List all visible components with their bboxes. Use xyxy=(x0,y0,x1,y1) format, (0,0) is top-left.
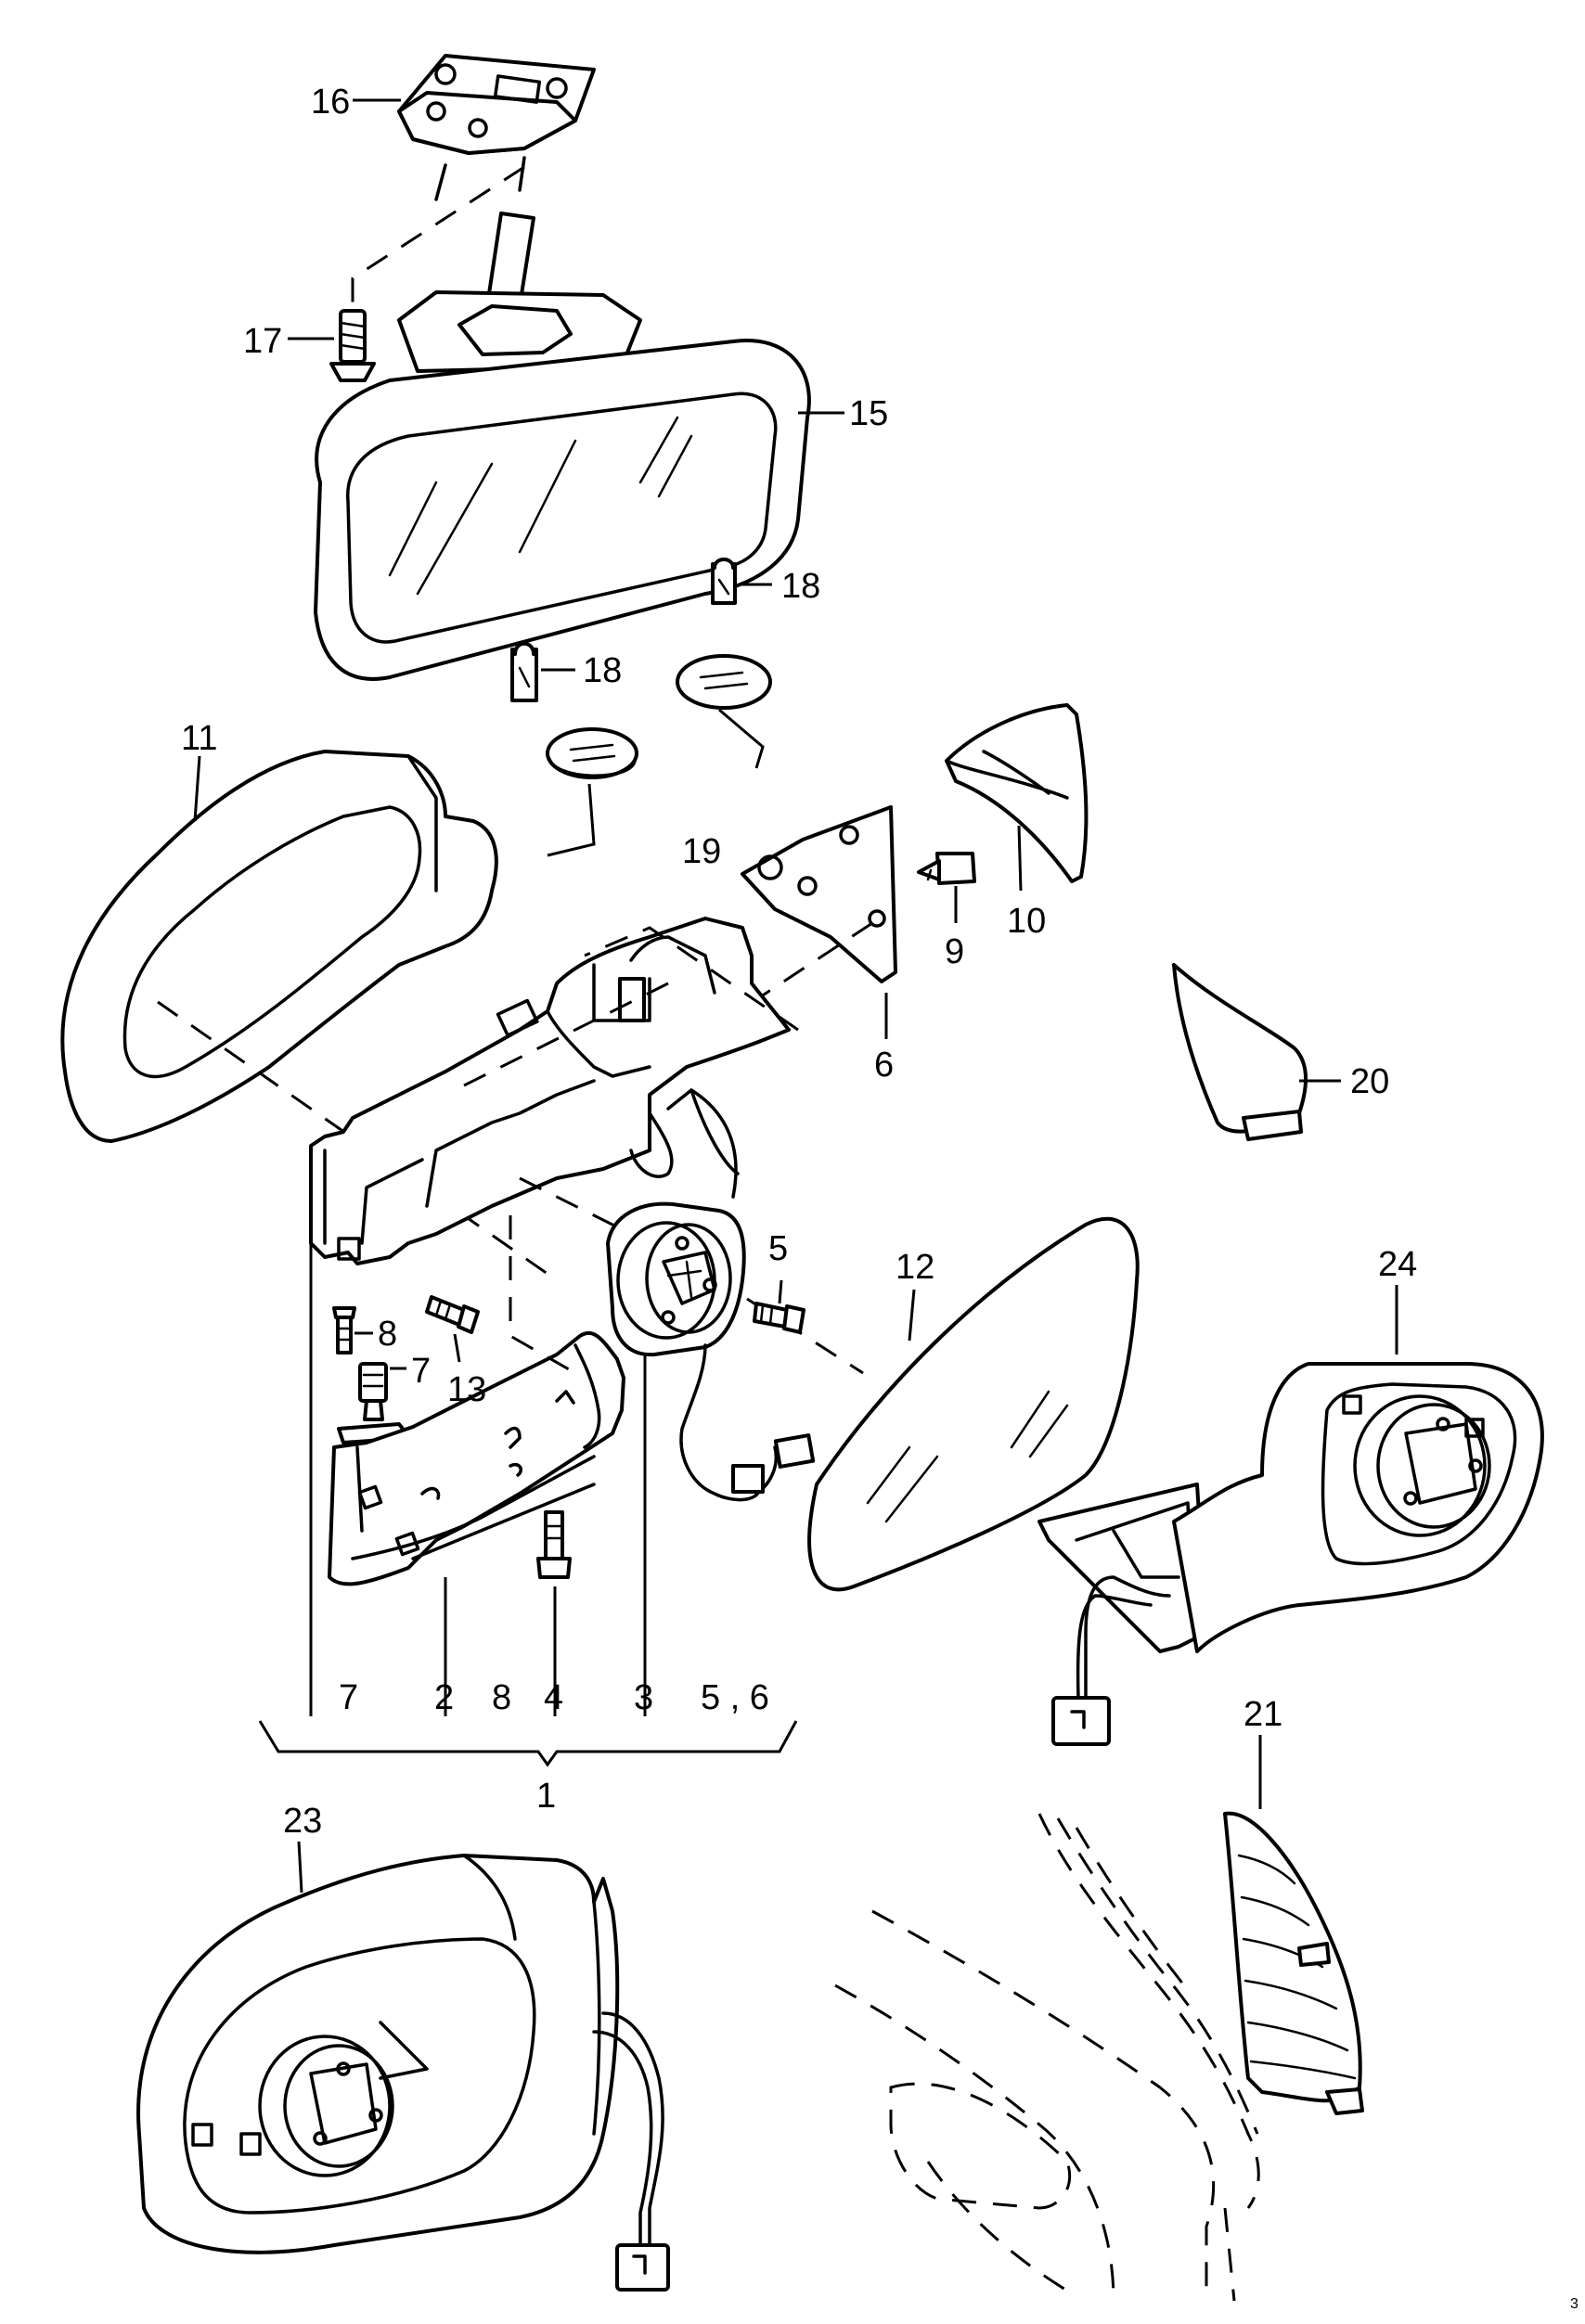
part-16-mount-base xyxy=(397,54,596,201)
bracket-label-8: 8 xyxy=(492,1678,511,1717)
part-23-mirror-assembly-left xyxy=(136,1854,670,2292)
callout-18-lower: 18 xyxy=(583,651,622,690)
callout-5: 5 xyxy=(768,1229,788,1268)
part-18-bulb-upper xyxy=(711,558,737,605)
callout-labels: 16 17 15 18 18 11 19 10 9 6 20 5 12 24 8… xyxy=(181,83,1579,2312)
callout-18-upper: 18 xyxy=(781,567,820,606)
part-19-lens-left xyxy=(546,727,638,779)
callout-13: 13 xyxy=(447,1370,486,1409)
car-body-outline xyxy=(834,1813,1260,2302)
callout-20: 20 xyxy=(1350,1062,1389,1101)
part-6-base-plate xyxy=(741,805,897,983)
callout-11: 11 xyxy=(181,719,217,758)
callout-17: 17 xyxy=(243,322,282,361)
bracket-label-2: 2 xyxy=(434,1678,454,1717)
bracket-19 xyxy=(547,708,765,857)
part-17-screw xyxy=(329,309,376,382)
callout-8: 8 xyxy=(378,1315,397,1354)
bracket-label-4: 4 xyxy=(544,1678,563,1717)
part-11-housing-cap xyxy=(60,750,558,1282)
brace-1 xyxy=(258,1720,798,1767)
dashline-16-17 xyxy=(351,165,525,306)
callout-1: 1 xyxy=(536,1777,556,1816)
callout-19: 19 xyxy=(682,832,721,871)
dashline-frame-shell xyxy=(509,1215,576,1375)
part-18-bulb-lower xyxy=(510,641,538,702)
part-20-trim xyxy=(1172,963,1308,1141)
part-12-mirror-glass xyxy=(807,1216,1140,1592)
callout-16: 16 xyxy=(311,83,350,122)
corner-mark: 3 xyxy=(1570,2296,1579,2312)
callout-15: 15 xyxy=(849,394,888,433)
callout-6: 6 xyxy=(874,1046,894,1085)
part-1-mirror-frame xyxy=(309,917,791,1265)
callout-7: 7 xyxy=(411,1352,431,1391)
callout-9: 9 xyxy=(945,932,964,971)
part-19-lens-right xyxy=(676,654,772,710)
callout-24: 24 xyxy=(1378,1245,1417,1284)
part-10-corner-cover xyxy=(945,703,1089,883)
bracket-label-3: 3 xyxy=(634,1678,653,1717)
part-3-adjust-motor xyxy=(606,1201,746,1357)
dashline-frame-right xyxy=(584,926,799,1032)
callout-23: 23 xyxy=(283,1802,322,1841)
part-7-heater-contact xyxy=(337,1362,412,1444)
bracket-drop-lines xyxy=(309,1243,647,1716)
leader-lines xyxy=(193,98,1398,1894)
part-21-door-trim xyxy=(1223,1811,1364,2115)
part-13-screw xyxy=(425,1295,480,1334)
callout-10: 10 xyxy=(1007,902,1046,941)
part-9-screw xyxy=(917,852,976,885)
part-5-screw xyxy=(753,1302,805,1334)
connector-small xyxy=(731,1433,816,1494)
callout-12: 12 xyxy=(896,1248,934,1287)
part-2-lower-shell xyxy=(328,1330,625,1586)
bracket-label-7: 7 xyxy=(339,1678,358,1717)
bracket-label-5-6: 5 , 6 xyxy=(701,1678,769,1717)
part-15-interior-mirror xyxy=(314,212,811,681)
callout-21: 21 xyxy=(1244,1695,1282,1734)
part-8-screw xyxy=(332,1306,356,1355)
part-24-mirror-assembly-right xyxy=(1037,1362,1544,1746)
part-4-screw xyxy=(536,1510,572,1579)
